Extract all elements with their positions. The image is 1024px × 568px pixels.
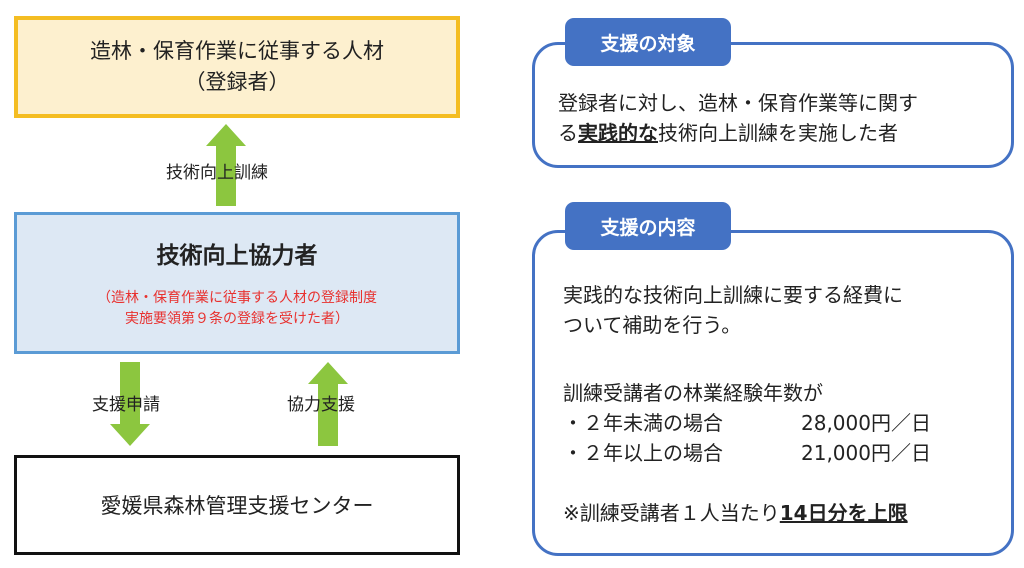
target-line2-post: 技術向上訓練を実施した者	[658, 121, 898, 145]
arrow-up-support	[308, 362, 348, 446]
content-text: 実践的な技術向上訓練に要する経費に ついて補助を行う。 訓練受講者の林業経験年数…	[563, 280, 931, 528]
training-label: 技術向上訓練	[166, 163, 268, 183]
content-line1: 実践的な技術向上訓練に要する経費に	[563, 283, 903, 307]
application-label: 支援申請	[92, 395, 160, 415]
center-box: 愛媛県森林管理支援センター	[14, 455, 460, 555]
cooperator-title: 技術向上協力者	[156, 243, 318, 269]
content-line3: 訓練受講者の林業経験年数が	[563, 381, 823, 405]
rate-label: ・２年未満の場合	[563, 411, 723, 435]
cooperator-note-line1: （造林・保育作業に従事する人材の登録制度	[97, 290, 377, 306]
arrow-up-icon	[206, 124, 246, 206]
arrow-down-icon	[110, 362, 150, 446]
target-line1: 登録者に対し、造林・保育作業等に関す	[558, 91, 918, 115]
rate-row-under2: ・２年未満の場合 28,000円／日	[563, 408, 931, 438]
trainee-box: 造林・保育作業に従事する人材 （登録者）	[14, 16, 460, 118]
support-label: 協力支援	[287, 395, 355, 415]
cooperator-note-line2: 実施要領第９条の登録を受けた者）	[125, 311, 349, 327]
rate-row-over2: ・２年以上の場合 21,000円／日	[563, 438, 931, 468]
content-note-limit: 14日分を上限	[779, 501, 908, 525]
target-text: 登録者に対し、造林・保育作業等に関す る実践的な技術向上訓練を実施した者	[558, 88, 918, 148]
target-line2-pre: る	[558, 121, 578, 145]
arrow-up-training	[206, 124, 246, 206]
arrow-up-icon	[308, 362, 348, 446]
target-line2: る実践的な技術向上訓練を実施した者	[558, 118, 918, 148]
content-panel	[532, 230, 1014, 556]
rate-label: ・２年以上の場合	[563, 441, 723, 465]
cooperator-box: 技術向上協力者 （造林・保育作業に従事する人材の登録制度 実施要領第９条の登録を…	[14, 212, 460, 354]
content-note: ※訓練受講者１人当たり14日分を上限	[563, 498, 931, 528]
target-tag: 支援の対象	[565, 18, 731, 66]
content-line2: ついて補助を行う。	[563, 313, 742, 337]
rate-value: 21,000円／日	[801, 441, 931, 465]
trainee-box-line1: 造林・保育作業に従事する人材	[90, 39, 384, 63]
target-emphasis: 実践的な	[578, 121, 658, 145]
content-tag: 支援の内容	[565, 202, 731, 250]
content-note-pre: ※訓練受講者１人当たり	[563, 501, 780, 525]
center-name: 愛媛県森林管理支援センター	[100, 494, 374, 518]
rate-value: 28,000円／日	[801, 411, 931, 435]
trainee-box-line2: （登録者）	[184, 70, 290, 94]
arrow-down-application	[110, 362, 150, 446]
